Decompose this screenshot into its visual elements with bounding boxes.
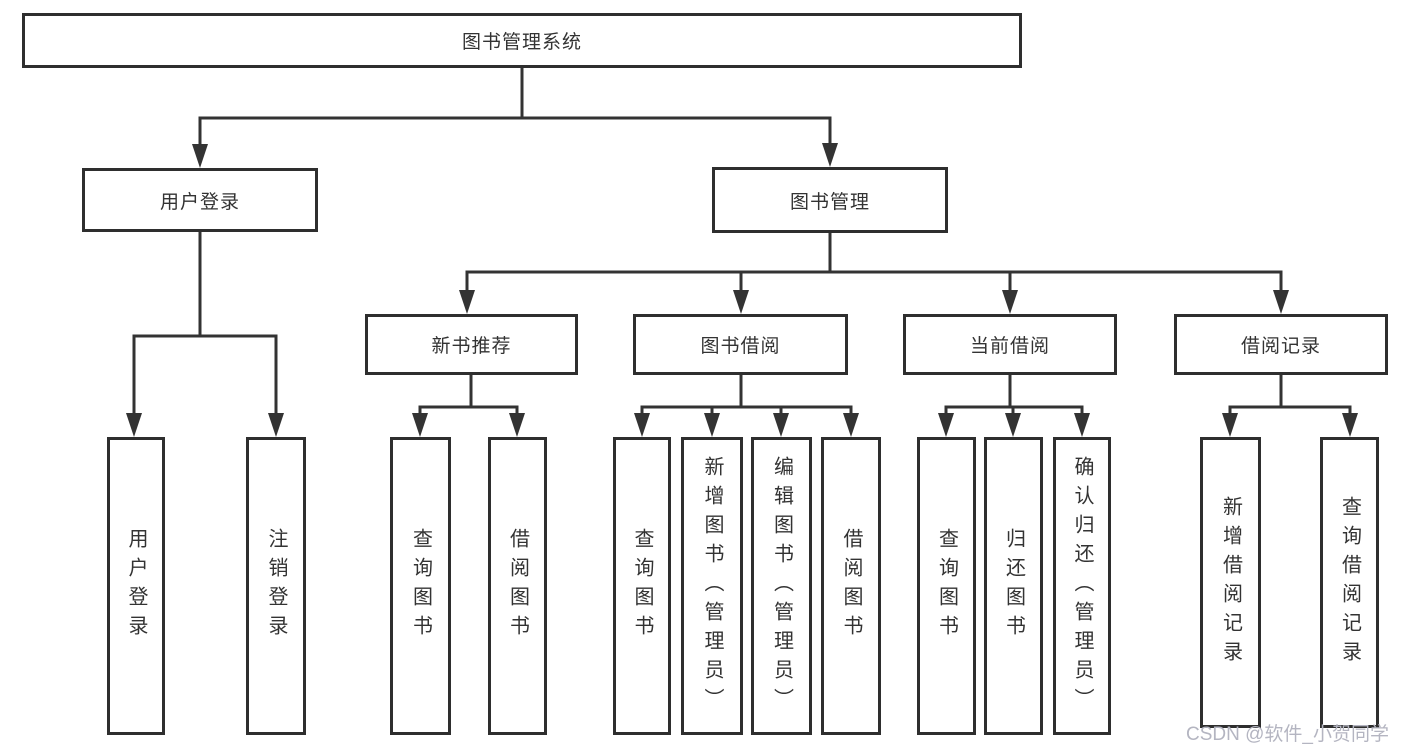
node-user-login: 用户登录 bbox=[82, 168, 318, 232]
node-current-borrow: 当前借阅 bbox=[903, 314, 1117, 375]
connector-book-management-to-level3 bbox=[459, 233, 1289, 314]
leaf-borrow-books-borrow: 借阅图书 bbox=[821, 437, 881, 735]
connector-borrow-records-to-leaves bbox=[1222, 375, 1358, 437]
leaf-user-login: 用户登录 bbox=[107, 437, 165, 735]
connector-user-login-to-leaves bbox=[126, 232, 284, 437]
leaf-edit-book-admin: 编辑图书（管理员） bbox=[751, 437, 812, 735]
leaf-return-book: 归还图书 bbox=[984, 437, 1043, 735]
node-book-management: 图书管理 bbox=[712, 167, 948, 233]
csdn-watermark: CSDN @软件_小贺同学 bbox=[1186, 724, 1389, 745]
leaf-query-books-recommend: 查询图书 bbox=[390, 437, 451, 735]
node-library-management-system: 图书管理系统 bbox=[22, 13, 1022, 68]
connector-book-borrow-to-leaves bbox=[634, 375, 859, 437]
connector-current-borrow-to-leaves bbox=[938, 375, 1090, 437]
leaf-add-borrow-record: 新增借阅记录 bbox=[1200, 437, 1261, 728]
node-new-book-recommend: 新书推荐 bbox=[365, 314, 578, 375]
leaf-logout: 注销登录 bbox=[246, 437, 306, 735]
leaf-borrow-books-recommend: 借阅图书 bbox=[488, 437, 547, 735]
node-borrow-records: 借阅记录 bbox=[1174, 314, 1388, 375]
leaf-confirm-return-admin: 确认归还（管理员） bbox=[1053, 437, 1111, 735]
leaf-query-books-current: 查询图书 bbox=[917, 437, 976, 735]
connector-root-to-level2 bbox=[192, 68, 838, 168]
leaf-query-borrow-record: 查询借阅记录 bbox=[1320, 437, 1379, 728]
node-book-borrow: 图书借阅 bbox=[633, 314, 848, 375]
connector-new-book-recommend-to-leaves bbox=[412, 375, 525, 437]
leaf-query-books-borrow: 查询图书 bbox=[613, 437, 671, 735]
leaf-add-book-admin: 新增图书（管理员） bbox=[681, 437, 743, 735]
